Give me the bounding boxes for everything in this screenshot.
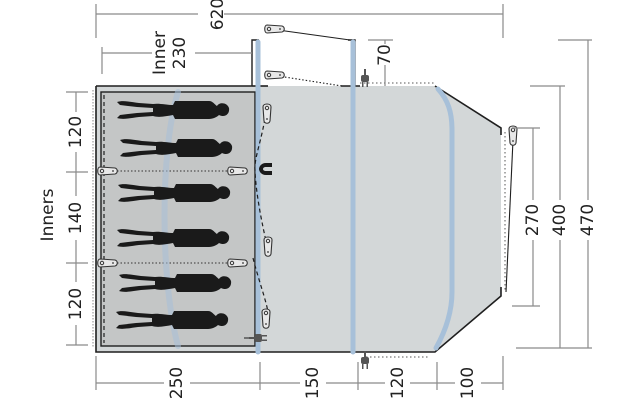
dimension-inner-widths: 120 140 120 Inners — [38, 91, 88, 346]
peg-icon — [227, 166, 248, 176]
inner-compartment — [97, 91, 256, 347]
dimension-label: 100 — [458, 367, 478, 399]
power-plug-icon — [361, 351, 369, 369]
peg-icon — [508, 125, 518, 146]
dimension-label: 120 — [66, 288, 86, 320]
peg-icon — [264, 70, 285, 80]
peg-icon — [262, 103, 272, 124]
dimension-label: 250 — [167, 367, 187, 399]
dimension-label: 150 — [303, 367, 323, 399]
dimension-label: 70 — [375, 44, 395, 66]
peg-icon — [97, 258, 118, 268]
dimension-inner-depth: Inner 230 — [101, 31, 252, 75]
dimension-label: 270 — [523, 204, 543, 236]
peg-icon — [227, 258, 248, 268]
peg-icon — [97, 166, 118, 176]
peg-icon — [263, 236, 273, 257]
dimension-label: 230 — [170, 37, 190, 69]
dimension-label: 400 — [550, 204, 570, 236]
power-plug-icon — [361, 69, 369, 87]
dimension-label: Inner — [150, 31, 170, 75]
dimension-label: 120 — [388, 367, 408, 399]
dimension-label: 120 — [66, 116, 86, 148]
dimension-label: Inners — [38, 188, 58, 241]
peg-icon — [261, 308, 271, 329]
dimension-label: 140 — [66, 202, 86, 234]
dimension-label: 620 — [208, 0, 228, 30]
peg-icon — [264, 24, 285, 34]
magnet-icon — [259, 163, 272, 175]
guy-lines — [252, 24, 518, 329]
dimension-bottom-segments: 250 150 120 100 — [95, 356, 504, 399]
dimension-right-heights: 270 400 470 — [512, 39, 598, 349]
dimension-porch-extension: 70 — [368, 39, 395, 86]
dimension-label: 470 — [578, 204, 598, 236]
dimension-overall-length: 620 — [95, 0, 504, 38]
